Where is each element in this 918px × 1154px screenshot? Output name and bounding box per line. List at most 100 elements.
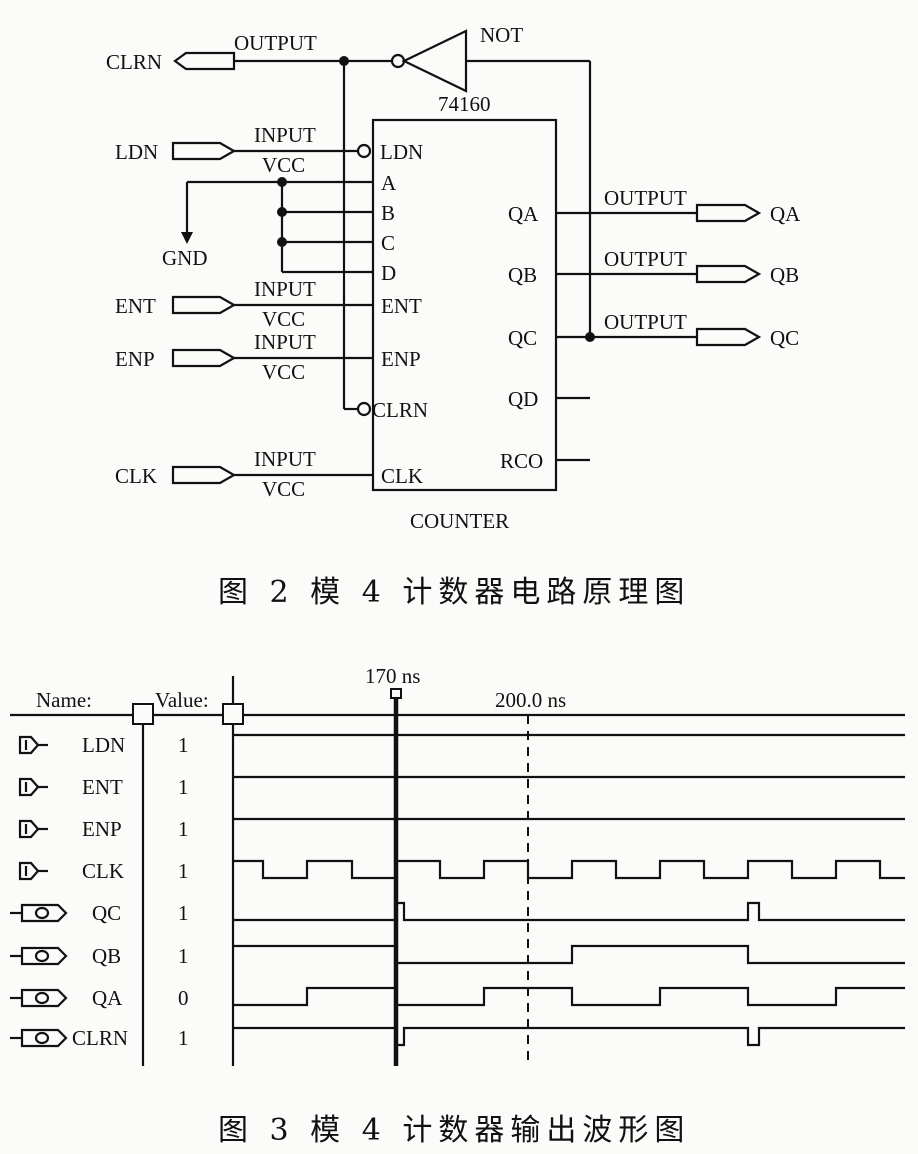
ent-port-label: ENT	[115, 294, 156, 318]
value-header: Value:	[155, 688, 209, 712]
qc-output-port-symbol	[695, 327, 762, 347]
pin-c-label: C	[381, 231, 395, 255]
ent-vcc-label: VCC	[262, 307, 305, 331]
name-column-resize-handle[interactable]	[132, 703, 154, 725]
pin-b-junction-dot	[277, 207, 287, 217]
signal-row-qb[interactable]: QB 1	[10, 944, 905, 968]
ent-input-port-symbol	[171, 295, 237, 315]
ldn-pin-label: LDN	[380, 140, 423, 164]
enp-pin-label: ENP	[381, 347, 421, 371]
cursor-time-label: 170 ns	[365, 664, 420, 688]
signal-row-ldn[interactable]: LDN 1	[18, 733, 905, 757]
signal-row-clk[interactable]: CLK 1	[18, 859, 905, 883]
pin-b-label: B	[381, 201, 395, 225]
ent-pin-label: ENT	[381, 294, 422, 318]
qc-output-label: OUTPUT	[604, 310, 687, 334]
pin-a-junction-dot	[277, 177, 287, 187]
waveform-trace	[233, 944, 905, 965]
signal-value: 1	[178, 733, 189, 757]
qb-output-label: OUTPUT	[604, 247, 687, 271]
signal-name: ENT	[82, 775, 123, 799]
clrn-output-port-symbol	[173, 51, 236, 71]
enp-input-label: INPUT	[254, 330, 316, 354]
rco-pin-label: RCO	[500, 449, 543, 473]
ent-input-label: INPUT	[254, 277, 316, 301]
signal-row-ent[interactable]: ENT 1	[18, 775, 905, 799]
waveform-trace	[233, 859, 905, 880]
pin-a-label: A	[381, 171, 397, 195]
signal-value: 1	[178, 775, 189, 799]
signal-value: 1	[178, 859, 189, 883]
not-gate-label: NOT	[480, 23, 523, 47]
clrn-port-label: CLRN	[106, 50, 162, 74]
signal-name: ENP	[82, 817, 122, 841]
clk-input-label: INPUT	[254, 447, 316, 471]
pin-c-junction-dot	[277, 237, 287, 247]
clrn-pin-label: CLRN	[372, 398, 428, 422]
signal-name: QB	[92, 944, 121, 968]
ldn-input-port-symbol	[171, 141, 237, 161]
qa-output-port-symbol	[695, 203, 762, 223]
clrn-output-label: OUTPUT	[234, 31, 317, 55]
signal-name: QA	[92, 986, 123, 1010]
qa-port-label: QA	[770, 202, 801, 226]
signal-row-clrn[interactable]: CLRN 1	[10, 1026, 905, 1050]
ldn-input-label: INPUT	[254, 123, 316, 147]
signal-name: CLRN	[72, 1026, 128, 1050]
waveform-trace	[233, 1026, 905, 1047]
qc-junction-dot	[585, 332, 595, 342]
clk-input-port-symbol	[171, 465, 237, 485]
clk-port-label: CLK	[115, 464, 157, 488]
ldn-inversion-bubble	[356, 143, 372, 159]
gnd-label: GND	[162, 246, 208, 270]
signal-name: CLK	[82, 859, 124, 883]
ldn-port-label: LDN	[115, 140, 158, 164]
enp-vcc-label: VCC	[262, 360, 305, 384]
not-gate-symbol	[401, 29, 468, 93]
clk-vcc-label: VCC	[262, 477, 305, 501]
waveform-trace	[233, 986, 905, 1007]
clk-pin-label: CLK	[381, 464, 423, 488]
qc-port-label: QC	[770, 326, 799, 350]
clrn-inversion-bubble	[356, 401, 372, 417]
time-cursor-handle[interactable]	[390, 688, 402, 699]
figure3-caption: 图 3 模 4 计数器输出波形图	[218, 1113, 690, 1148]
output-pin-icon	[10, 988, 68, 1008]
value-column-resize-handle[interactable]	[222, 703, 244, 725]
signal-value: 1	[178, 1026, 189, 1050]
output-pin-icon	[10, 1028, 68, 1048]
marker-time-label: 200.0 ns	[495, 688, 566, 712]
qd-pin-label: QD	[508, 387, 538, 411]
counter-label: COUNTER	[410, 509, 509, 533]
chip-name-label: 74160	[438, 92, 491, 116]
signal-value: 1	[178, 944, 189, 968]
signal-name: QC	[92, 901, 121, 925]
pin-d-label: D	[381, 261, 396, 285]
gnd-arrow	[181, 232, 193, 244]
qb-output-port-symbol	[695, 264, 762, 284]
signal-value: 1	[178, 901, 189, 925]
signal-row-enp[interactable]: ENP 1	[18, 817, 905, 841]
output-pin-icon	[10, 903, 68, 923]
qa-output-label: OUTPUT	[604, 186, 687, 210]
qa-pin-label: QA	[508, 202, 539, 226]
output-pin-icon	[10, 946, 68, 966]
enp-port-label: ENP	[115, 347, 155, 371]
enp-input-port-symbol	[171, 348, 237, 368]
signal-name: LDN	[82, 733, 125, 757]
input-pin-icon	[18, 861, 48, 881]
signal-value: 0	[178, 986, 189, 1010]
signal-value: 1	[178, 817, 189, 841]
qb-pin-label: QB	[508, 263, 537, 287]
qb-port-label: QB	[770, 263, 799, 287]
waveform-trace	[233, 901, 905, 922]
name-header: Name:	[36, 688, 92, 712]
figure2-schematic: CLRN OUTPUT NOT 74160 COUNTER LDN INPUT …	[106, 23, 801, 610]
signal-row-qa[interactable]: QA 0	[10, 986, 905, 1010]
qc-pin-label: QC	[508, 326, 537, 350]
input-pin-icon	[18, 735, 48, 755]
signal-row-qc[interactable]: QC 1	[10, 901, 905, 925]
figure2-caption: 图 2 模 4 计数器电路原理图	[218, 575, 690, 610]
